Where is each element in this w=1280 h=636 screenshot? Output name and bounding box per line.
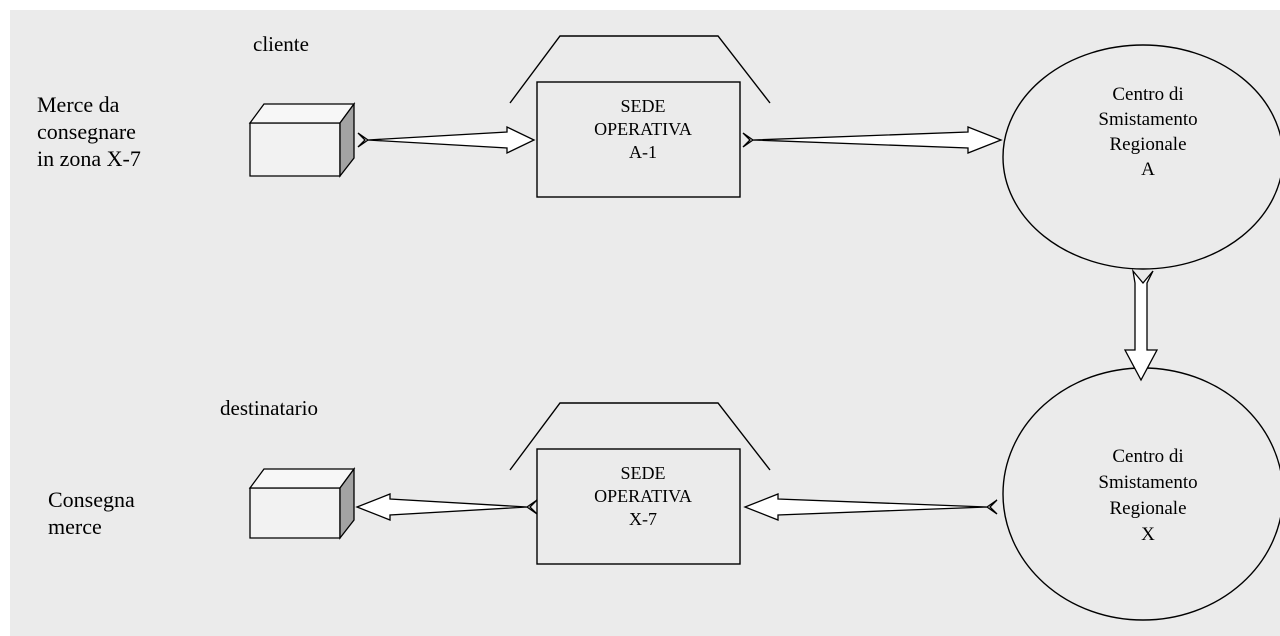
arrow-sede-a-to-centro-a [742,126,1003,154]
sede-a-line: OPERATIVA [594,119,692,139]
sede-x-line: SEDE [620,463,666,483]
arrow-sede-x-to-recipient [355,493,538,521]
centro-x-line: Centro di [1112,446,1184,467]
sede-x-building [509,402,771,565]
destination-note: Consegna merce [48,486,135,540]
client-package-icon [248,102,356,178]
centro-x-line: X [1141,524,1155,545]
centro-a-line: A [1141,159,1155,180]
destination-note-line: merce [48,514,102,539]
centro-x-label: Centro di Smistamento Regionale X [1098,444,1197,548]
origin-note: Merce da consegnare in zona X-7 [37,91,141,172]
cliente-label: cliente [253,32,309,56]
sede-x-line: OPERATIVA [594,486,692,506]
sede-x-line: X-7 [629,509,657,529]
centro-a-line: Centro di [1112,84,1184,105]
sede-a-label: SEDE OPERATIVA A-1 [594,95,692,164]
recipient-package-icon [248,467,356,540]
centro-a-node [1002,44,1280,270]
sede-a-line: A-1 [629,142,657,162]
centro-x-line: Smistamento [1098,472,1198,493]
sede-x-label: SEDE OPERATIVA X-7 [594,462,692,531]
origin-note-line: in zona X-7 [37,146,141,171]
arrow-client-to-sede-a [357,125,536,155]
centro-a-label: Centro di Smistamento Regionale A [1098,82,1197,182]
sede-a-line: SEDE [620,96,666,116]
arrow-centro-x-to-sede-x [743,493,998,521]
destination-note-line: Consegna [48,487,135,512]
sede-a-building [509,35,771,198]
centro-a-line: Regionale [1109,134,1187,155]
origin-note-line: Merce da [37,92,120,117]
centro-a-line: Smistamento [1098,109,1198,130]
destinatario-label: destinatario [220,396,318,420]
centro-x-line: Regionale [1109,498,1187,519]
arrow-centro-a-to-centro-x [1123,268,1159,382]
origin-note-line: consegnare [37,119,136,144]
